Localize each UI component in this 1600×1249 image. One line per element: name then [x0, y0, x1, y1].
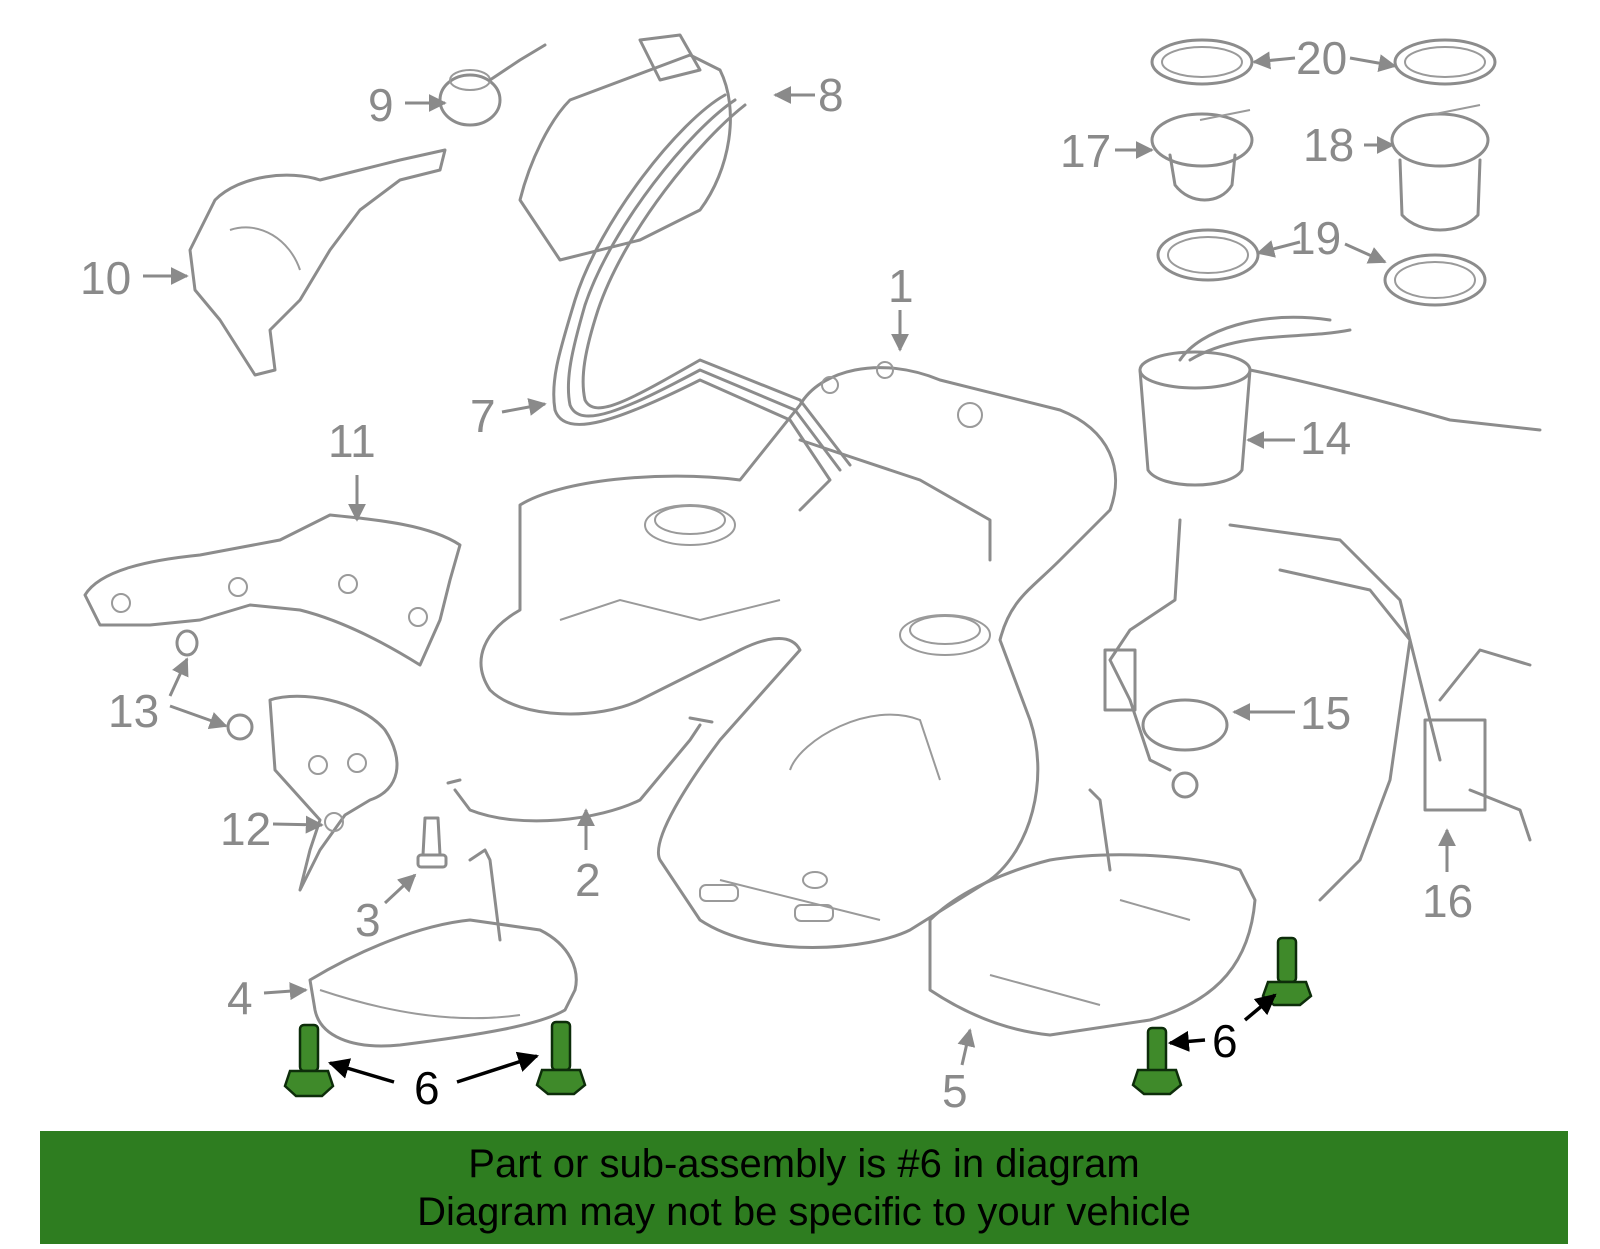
callout-1: 1	[888, 260, 914, 312]
banner-line-2: Diagram may not be specific to your vehi…	[417, 1189, 1191, 1234]
callout-6-right: 6	[1212, 1015, 1238, 1067]
callout-20: 20	[1296, 32, 1348, 84]
screw-part-3	[416, 816, 448, 869]
callout-16: 16	[1422, 875, 1474, 927]
callout-17: 17	[1060, 125, 1112, 177]
info-banner: Part or sub-assembly is #6 in diagram Di…	[40, 1131, 1568, 1244]
callout-19: 19	[1290, 212, 1342, 264]
callout-4: 4	[227, 972, 253, 1024]
leader-arrows	[143, 51, 1456, 1084]
bolt-6-a	[283, 1023, 335, 1098]
callout-7: 7	[470, 390, 496, 442]
tank-strap-part-2	[446, 716, 714, 823]
pump-part-18	[1390, 104, 1490, 232]
sender-part-16	[1228, 523, 1532, 902]
skid-plate-part-4	[308, 848, 578, 1048]
fuel-pump-part-14	[1138, 315, 1542, 487]
callout-8: 8	[818, 69, 844, 121]
bolt-6-b	[535, 1020, 587, 1096]
fuel-tank-part-1	[479, 361, 1118, 949]
callout-18: 18	[1303, 119, 1355, 171]
banner-line-1: Part or sub-assembly is #6 in diagram	[468, 1141, 1140, 1186]
heat-shield-part-11	[83, 513, 462, 667]
callout-10: 10	[80, 252, 132, 304]
callout-3: 3	[355, 894, 381, 946]
seal-rings-part-19	[1156, 228, 1487, 307]
bolts-part-6	[283, 936, 1313, 1098]
callout-12: 12	[220, 803, 272, 855]
cap-part-9	[438, 43, 547, 127]
sender-part-15	[1103, 518, 1229, 799]
bolt-6-d	[1261, 936, 1313, 1007]
callout-15: 15	[1300, 687, 1352, 739]
callout-5: 5	[942, 1065, 968, 1117]
o-rings-part-13	[175, 629, 254, 741]
callout-13: 13	[108, 685, 160, 737]
fuel-lines-part-7	[552, 93, 992, 562]
heat-shield-part-12	[268, 694, 399, 892]
heat-shield-part-10	[188, 148, 447, 377]
callout-11: 11	[328, 415, 376, 467]
callout-6-left: 6	[414, 1062, 440, 1114]
callout-2: 2	[575, 854, 601, 906]
pump-part-17	[1150, 109, 1254, 202]
bolt-6-c	[1131, 1026, 1183, 1096]
callout-14: 14	[1300, 412, 1352, 464]
filler-neck	[518, 33, 732, 262]
skid-plate-part-5	[928, 788, 1257, 1037]
callout-9: 9	[368, 79, 394, 131]
